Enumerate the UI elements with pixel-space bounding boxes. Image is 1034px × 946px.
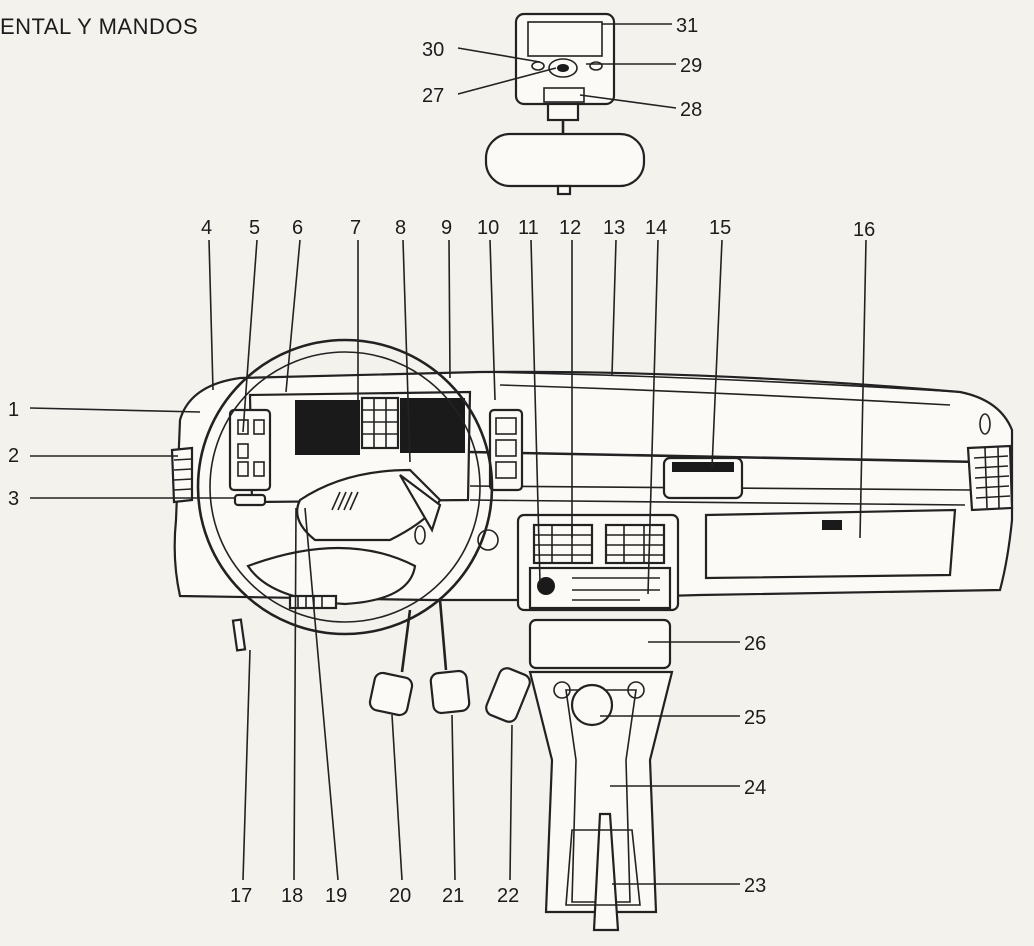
callout-12: 12 [559, 217, 581, 239]
callout-16: 16 [853, 219, 875, 241]
handbrake-lever [592, 812, 620, 932]
hood-release [231, 618, 247, 652]
callout-1: 1 [8, 399, 19, 421]
callout-29: 29 [680, 55, 702, 77]
left-air-vent [170, 446, 194, 504]
center-console [516, 513, 680, 932]
callout-15: 15 [709, 217, 731, 239]
callout-4: 4 [201, 217, 212, 239]
callout-10: 10 [477, 217, 499, 239]
overhead-console [484, 12, 646, 196]
callout-6: 6 [292, 217, 303, 239]
radio-slot [528, 618, 672, 670]
callout-3: 3 [8, 488, 19, 510]
clutch-pedal [368, 671, 414, 717]
rearview-mirror [484, 132, 646, 188]
heater-controls [528, 566, 672, 610]
callout-11: 11 [518, 217, 539, 239]
leader-lines [29, 23, 867, 885]
callout-18: 18 [281, 885, 303, 907]
callout-23: 23 [744, 875, 766, 897]
gear-knob-base [570, 683, 614, 727]
callout-22: 22 [497, 885, 519, 907]
callout-14: 14 [645, 217, 667, 239]
callout-20: 20 [389, 885, 411, 907]
center-vents [532, 523, 666, 565]
callout-25: 25 [744, 707, 766, 729]
steering-wheel [196, 338, 499, 636]
ignition [477, 529, 499, 551]
glove-box [704, 508, 957, 580]
callout-19: 19 [325, 885, 347, 907]
callout-28: 28 [680, 99, 702, 121]
accelerator-pedal [485, 667, 531, 723]
callout-5: 5 [249, 217, 260, 239]
light-stalk [233, 493, 267, 507]
callout-30: 30 [422, 39, 444, 61]
callout-24: 24 [744, 777, 766, 799]
page-title: ENTAL Y MANDOS [0, 14, 199, 39]
right-air-vent [966, 444, 1014, 512]
callout-17: 17 [230, 885, 252, 907]
callout-labels: 1 2 3 4 5 6 7 8 9 10 11 12 13 14 15 16 1… [8, 15, 875, 907]
callout-7: 7 [350, 217, 361, 239]
pedals [231, 599, 531, 723]
callout-9: 9 [441, 217, 452, 239]
callout-21: 21 [442, 885, 464, 907]
callout-13: 13 [603, 217, 625, 239]
brake-pedal [429, 669, 471, 715]
wiper-stalk [399, 474, 442, 533]
callout-31: 31 [676, 15, 698, 37]
left-switch-pod [228, 408, 272, 492]
callout-27: 27 [422, 85, 444, 107]
right-switch-pod [488, 408, 524, 492]
callout-2: 2 [8, 445, 19, 467]
callout-26: 26 [744, 633, 766, 655]
callout-8: 8 [395, 217, 406, 239]
